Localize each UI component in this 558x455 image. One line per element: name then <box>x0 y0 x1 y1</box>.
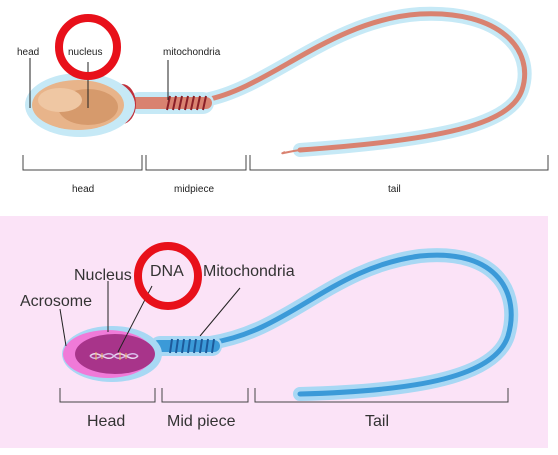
bottom-head <box>75 334 155 374</box>
top-mitochondria-rings <box>166 95 207 111</box>
top-tail-tip <box>281 149 301 155</box>
top-bracket-label-midpiece: midpiece <box>174 184 214 195</box>
bottom-label-dna: DNA <box>150 263 184 280</box>
top-sperm-diagram: head nucleus mitochondria head midpiece … <box>0 0 558 210</box>
top-acrosome-highlight <box>38 88 82 112</box>
top-label-nucleus: nucleus <box>68 47 102 58</box>
dna-helix-icon <box>89 352 139 360</box>
top-highlight-circle <box>55 14 121 80</box>
bottom-bracket-label-midpiece: Mid piece <box>167 413 236 430</box>
bottom-sperm-diagram: Acrosome Nucleus DNA Mitochondria Head M… <box>0 216 548 448</box>
bottom-diagram-svg: Acrosome Nucleus DNA Mitochondria Head M… <box>20 242 519 430</box>
bottom-bracket-label-tail: Tail <box>365 413 389 430</box>
top-tail <box>202 11 528 153</box>
top-bracket-label-tail: tail <box>388 184 401 195</box>
bottom-mitochondria-pointer <box>199 287 241 337</box>
bottom-midpiece <box>152 340 220 352</box>
bottom-brackets <box>59 388 509 403</box>
top-brackets <box>22 155 549 171</box>
bottom-label-nucleus: Nucleus <box>74 267 132 284</box>
top-diagram-svg: head nucleus mitochondria head midpiece … <box>17 6 549 195</box>
bottom-acrosome-pointer <box>59 308 67 347</box>
bottom-bracket-label-head: Head <box>87 413 125 430</box>
top-label-head: head <box>17 47 39 58</box>
bottom-highlight-circle <box>134 242 202 310</box>
bottom-mitochondria-rings <box>169 338 215 354</box>
top-bracket-label-head: head <box>72 184 94 195</box>
bottom-label-acrosome: Acrosome <box>20 293 92 310</box>
top-label-mitochondria: mitochondria <box>163 47 221 58</box>
bottom-tail <box>207 252 514 397</box>
bottom-label-mitochondria: Mitochondria <box>203 263 295 280</box>
